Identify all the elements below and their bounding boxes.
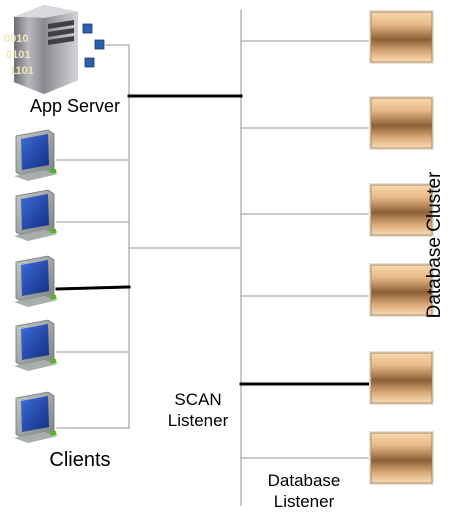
scan-listener-label: SCAN Listener [167, 390, 229, 430]
client-computer-icon [14, 129, 58, 181]
app-server-label: App Server [29, 96, 121, 116]
database-cluster-label: Database Cluster [424, 171, 445, 319]
clients-label: Clients [49, 449, 111, 471]
database-node-icon [369, 10, 434, 64]
server-digits-line: 0010 [4, 33, 28, 45]
server-digits-line: 1101 [10, 65, 34, 77]
database-listener-label: Database Listener [267, 471, 341, 511]
app-server-icon: 0010 0101 1101 [4, 5, 105, 94]
client-computer-icon [14, 319, 58, 371]
client-computers [14, 129, 58, 443]
server-digits-line: 0101 [6, 49, 30, 61]
connectors [55, 9, 370, 506]
database-node-icon [369, 96, 434, 150]
database-node-icon [369, 351, 434, 405]
client-computer-icon [14, 391, 58, 443]
database-cluster-nodes [369, 10, 434, 485]
database-node-icon [369, 183, 434, 237]
database-node-icon [369, 263, 434, 317]
client-computer-icon [14, 189, 58, 241]
client-computer-icon [14, 255, 58, 307]
database-node-icon [369, 431, 434, 485]
active-client-connection-line [55, 285, 131, 291]
